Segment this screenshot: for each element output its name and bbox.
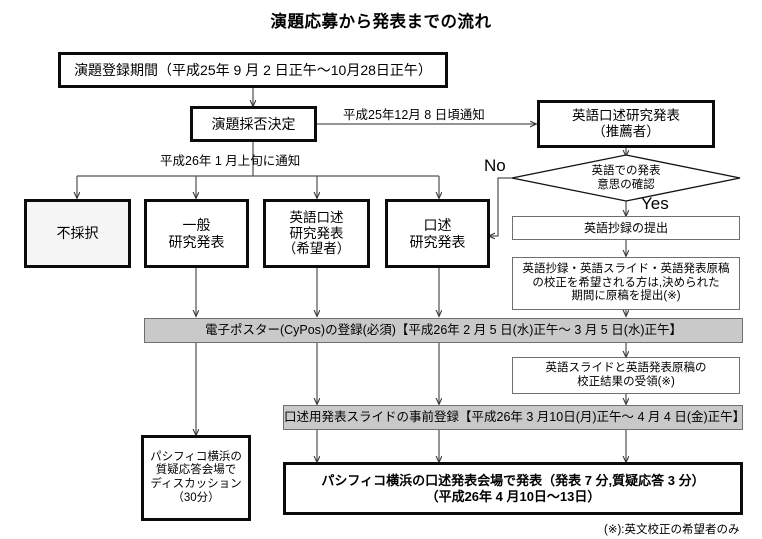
node-english-oral-applicant[interactable]: 英語口述 研究発表 （希望者） [263,199,370,268]
branch-label-no: No [484,156,506,175]
page-title: 演題応募から発表までの流れ [270,13,492,31]
branch-label-yes: Yes [641,194,669,213]
node-decision-english-intent[interactable]: 英語での発表 意思の確認 [512,155,740,201]
node-oral-research[interactable]: 口述 研究発表 [385,199,490,268]
node-english-oral-recommended[interactable]: 英語口述研究発表 （推薦者） [537,100,715,148]
node-registration-period[interactable]: 演題登録期間（平成25年 9 月 2 日正午～10月28日正午） [58,52,448,88]
node-submit-english-abstract[interactable]: 英語抄録の提出 [512,216,740,240]
node-acceptance-decision[interactable]: 演題採否決定 [190,106,317,142]
node-pacifico-oral[interactable]: パシフィコ横浜の口述発表会場で発表（発表 7 分,質疑応答 3 分） （平成26… [283,462,743,515]
decision-diamond-label: 英語での発表 意思の確認 [591,164,661,191]
node-cypos-registration[interactable]: 電子ポスター(CyPos)の登録(必須)【平成26年 2 月 5 日(水)正午～… [144,318,743,343]
node-general-research[interactable]: 一般 研究発表 [144,199,249,268]
node-rejected[interactable]: 不採択 [24,199,131,268]
node-receive-proofread[interactable]: 英語スライドと英語発表原稿の 校正結果の受領(※) [512,357,740,394]
node-slide-preregistration[interactable]: 口述用発表スライドの事前登録【平成26年 3 月10日(月)正午～ 4 月 4 … [283,405,745,430]
edge-label-notify-dec8: 平成25年12月 8 日頃通知 [343,108,485,122]
edge-label-notify-jan: 平成26年 1 月上旬に通知 [160,154,301,168]
node-pacifico-discussion[interactable]: パシフィコ横浜の 質疑応答会場で ディスカッション （30分） [141,435,251,521]
node-proofreading-request[interactable]: 英語抄録・英語スライド・英語発表原稿 の校正を希望される方は,決められた 期間に… [512,257,740,310]
footnote-proofreading-note: (※):英文校正の希望者のみ [604,524,740,536]
